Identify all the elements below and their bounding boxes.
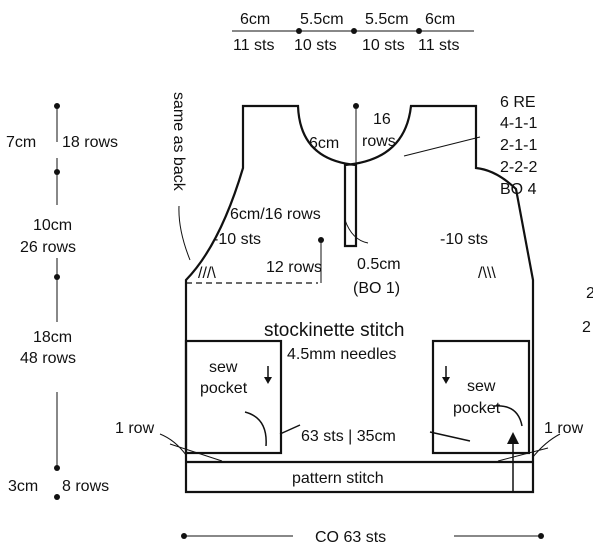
top-width-r2-cm: 5.5cm bbox=[365, 11, 409, 28]
neck-rows-number: 16 bbox=[373, 111, 391, 128]
top-width-r1-cm: 6cm bbox=[425, 11, 455, 28]
left-pocket-sew: sew bbox=[209, 359, 238, 376]
left-dot bbox=[54, 274, 60, 280]
left-dot bbox=[54, 103, 60, 109]
neck-shaping-row: 4-1-1 bbox=[500, 115, 537, 132]
body-stitch-label: stockinette stitch bbox=[264, 320, 404, 341]
neck-shaping-pointer bbox=[403, 136, 481, 157]
cast-on-dot bbox=[181, 533, 187, 539]
one-row-right: 1 row bbox=[544, 420, 584, 437]
top-width-l1-sts: 11 sts bbox=[233, 37, 275, 54]
height-seg3-rows: 48 rows bbox=[20, 350, 76, 367]
right-pocket-word: pocket bbox=[453, 400, 501, 417]
arrow-head bbox=[507, 432, 519, 444]
left-dot bbox=[54, 169, 60, 175]
neck-shaping-row: BO 4 bbox=[500, 181, 537, 198]
height-seg1-rows: 18 rows bbox=[62, 134, 118, 151]
height-seg3-cm: 18cm bbox=[33, 329, 72, 346]
height-seg4-rows: 8 rows bbox=[62, 478, 109, 495]
height-seg2-rows: 26 rows bbox=[20, 239, 76, 256]
bo-label: (BO 1) bbox=[353, 280, 400, 297]
top-dot bbox=[416, 28, 422, 34]
top-dot bbox=[296, 28, 302, 34]
left-sew-curve bbox=[244, 411, 267, 447]
left-pocket bbox=[184, 339, 283, 455]
one-row-pointer-left bbox=[159, 433, 223, 462]
left-dot bbox=[54, 465, 60, 471]
edge-mark: 2 bbox=[586, 285, 593, 302]
same-as-back-label: same as back bbox=[170, 92, 187, 192]
height-seg2-cm: 10cm bbox=[33, 217, 72, 234]
top-width-l2-cm: 5.5cm bbox=[300, 11, 344, 28]
edge-mark: 2 bbox=[582, 319, 591, 336]
top-width-l2-sts: 10 sts bbox=[294, 37, 337, 54]
body-width-label: 63 sts | 35cm bbox=[301, 428, 396, 445]
shoulder-dec-label: 6cm/16 rows bbox=[230, 206, 321, 223]
right-pocket bbox=[431, 339, 531, 455]
neck-width-label: 6cm bbox=[309, 135, 339, 152]
armhole-dec-right: -10 sts bbox=[440, 231, 488, 248]
right-sew-curve bbox=[493, 405, 523, 427]
bo-cm-label: 0.5cm bbox=[357, 256, 401, 273]
same-as-back-pointer bbox=[178, 205, 191, 261]
bo-pointer bbox=[344, 219, 369, 244]
left-pocket-word: pocket bbox=[200, 380, 248, 397]
neck-shaping-row: 6 RE bbox=[500, 94, 536, 111]
pattern-stitch-label: pattern stitch bbox=[292, 470, 384, 487]
armhole-ticks-right: /\\\ bbox=[478, 265, 496, 282]
right-pocket-sew: sew bbox=[467, 378, 496, 395]
left-dot bbox=[54, 494, 60, 500]
top-width-r1-sts: 11 sts bbox=[418, 37, 460, 54]
neck-rows-word: rows bbox=[362, 133, 396, 150]
height-seg4-cm: 3cm bbox=[8, 478, 38, 495]
width-arrow-right bbox=[429, 431, 471, 442]
height-seg1-cm: 7cm bbox=[6, 134, 36, 151]
top-dot bbox=[351, 28, 357, 34]
arrow-head bbox=[264, 377, 272, 384]
width-arrow-left bbox=[279, 424, 301, 435]
arrow-head bbox=[442, 377, 450, 384]
neck-shaping-row: 2-1-1 bbox=[500, 137, 537, 154]
one-row-pointer-right bbox=[497, 433, 561, 462]
armhole-ticks-left: ///\ bbox=[198, 265, 216, 282]
top-width-l1-cm: 6cm bbox=[240, 11, 270, 28]
garment-outline bbox=[184, 104, 535, 494]
neck-shaping-row: 2-2-2 bbox=[500, 159, 537, 176]
twelve-rows-label: 12 rows bbox=[266, 259, 322, 276]
one-row-left: 1 row bbox=[115, 420, 155, 437]
top-width-r2-sts: 10 sts bbox=[362, 37, 405, 54]
center-dot bbox=[318, 237, 324, 243]
armhole-dec-left: -10 sts bbox=[213, 231, 261, 248]
cast-on-dot bbox=[538, 533, 544, 539]
cast-on-label: CO 63 sts bbox=[315, 529, 386, 546]
needles-label: 4.5mm needles bbox=[287, 346, 396, 363]
neck-dot bbox=[353, 103, 359, 109]
